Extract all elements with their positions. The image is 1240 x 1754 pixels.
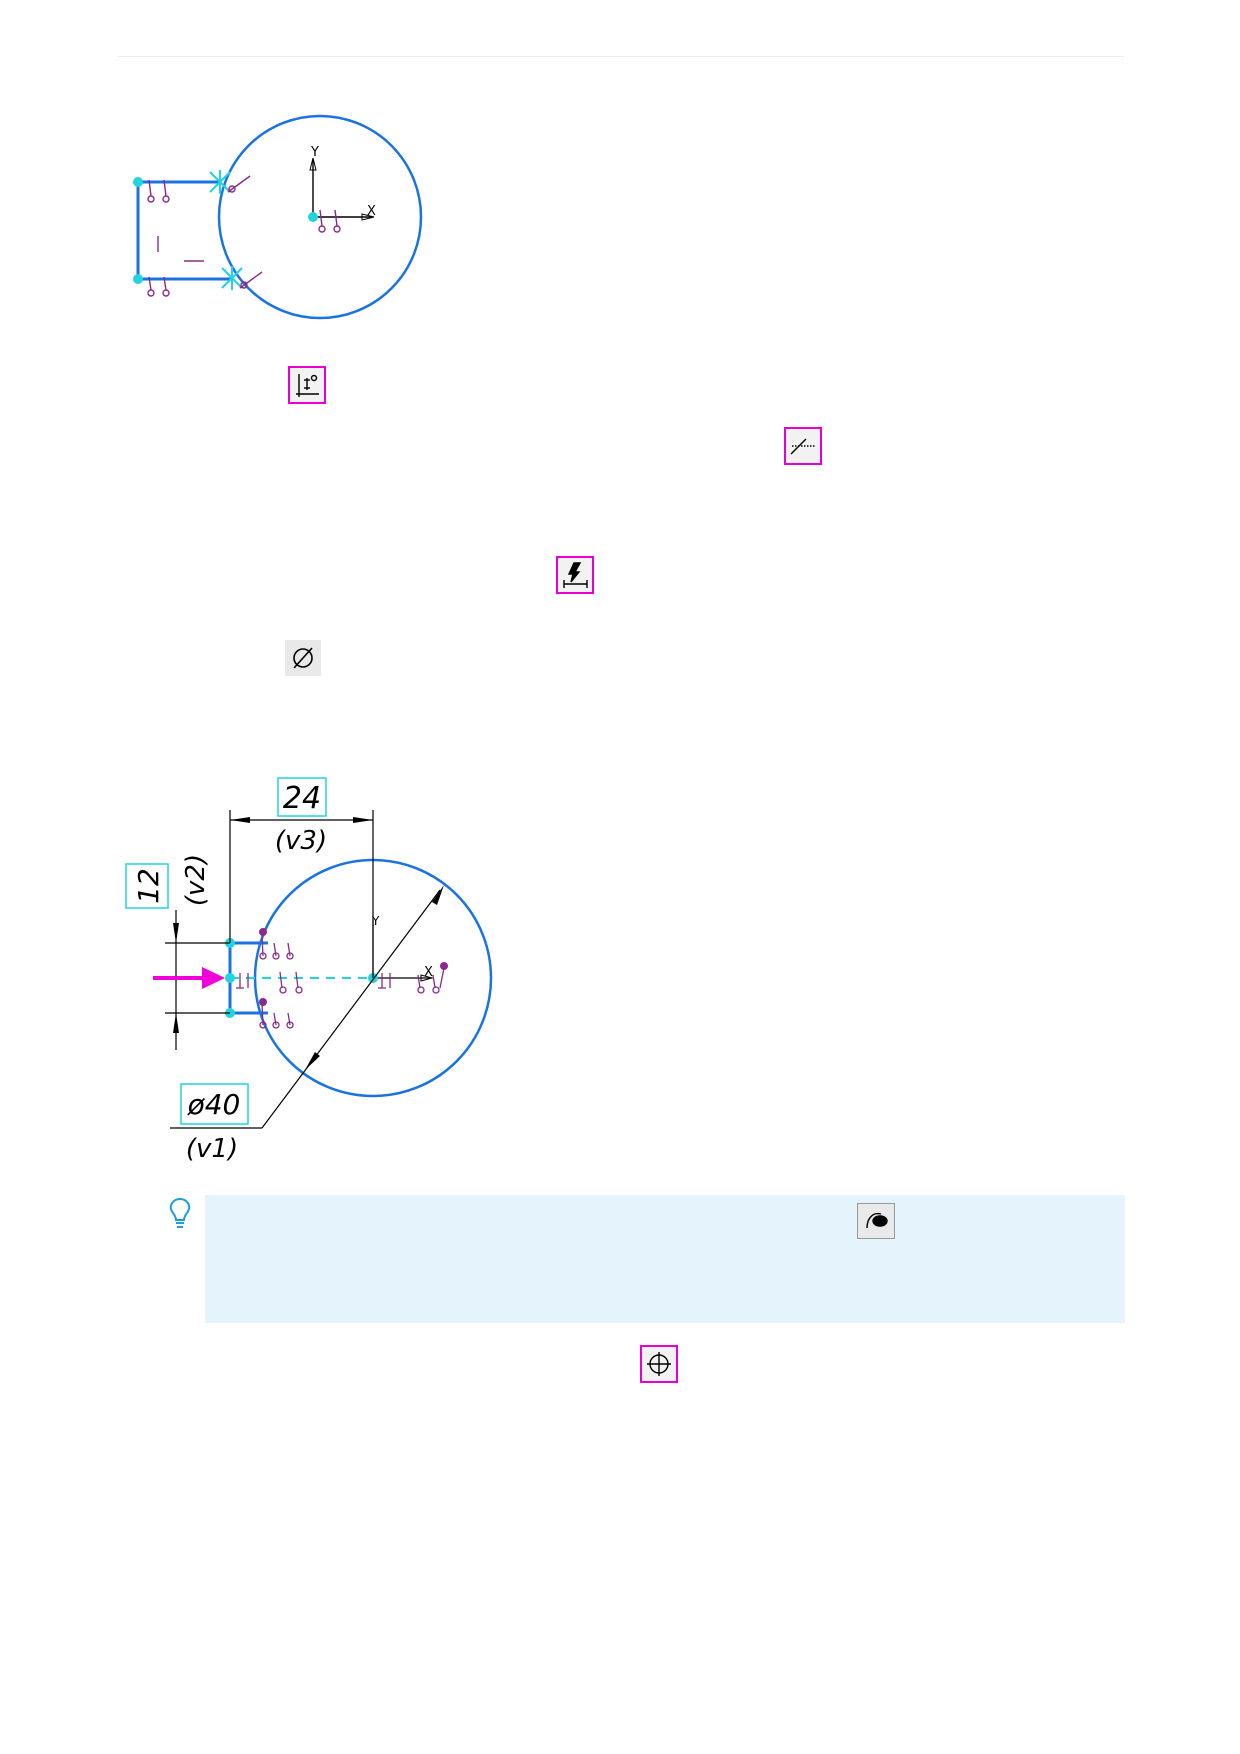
dim-diameter-variable: (v1) <box>186 1134 238 1164</box>
dim-diameter-frame <box>180 1083 249 1125</box>
dim-24-value: 24 <box>283 781 321 816</box>
dim-diameter-value: ø40 <box>187 1088 241 1121</box>
dim-12-frame <box>125 863 169 909</box>
align-points-vertical-icon[interactable] <box>288 366 326 404</box>
dim-24-frame <box>277 777 327 817</box>
dim-12-value: 12 <box>132 868 165 904</box>
tip-box <box>205 1195 1125 1323</box>
figure-square-circle: Y X <box>133 114 423 320</box>
lightbulb-icon <box>166 1196 194 1230</box>
contour-square <box>136 180 233 281</box>
axis-x-label: X <box>424 965 433 980</box>
contour-circle <box>217 114 423 320</box>
dim-12-variable: (v2) <box>181 854 211 906</box>
diameter-icon[interactable] <box>285 640 321 676</box>
axis-y-label: Y <box>371 914 380 928</box>
figure-dimensioned-sketch: Y X <box>125 777 493 1164</box>
tangent-icon[interactable] <box>784 427 822 465</box>
fix-point-tool-icon[interactable] <box>857 1203 895 1239</box>
axis-x-label: X <box>367 204 376 219</box>
top-divider <box>118 56 1124 57</box>
axis-y-label: Y <box>310 145 319 160</box>
center-point-icon[interactable] <box>640 1345 678 1383</box>
auto-dimension-icon[interactable] <box>556 556 594 594</box>
dim-24-variable: (v3) <box>275 826 327 856</box>
